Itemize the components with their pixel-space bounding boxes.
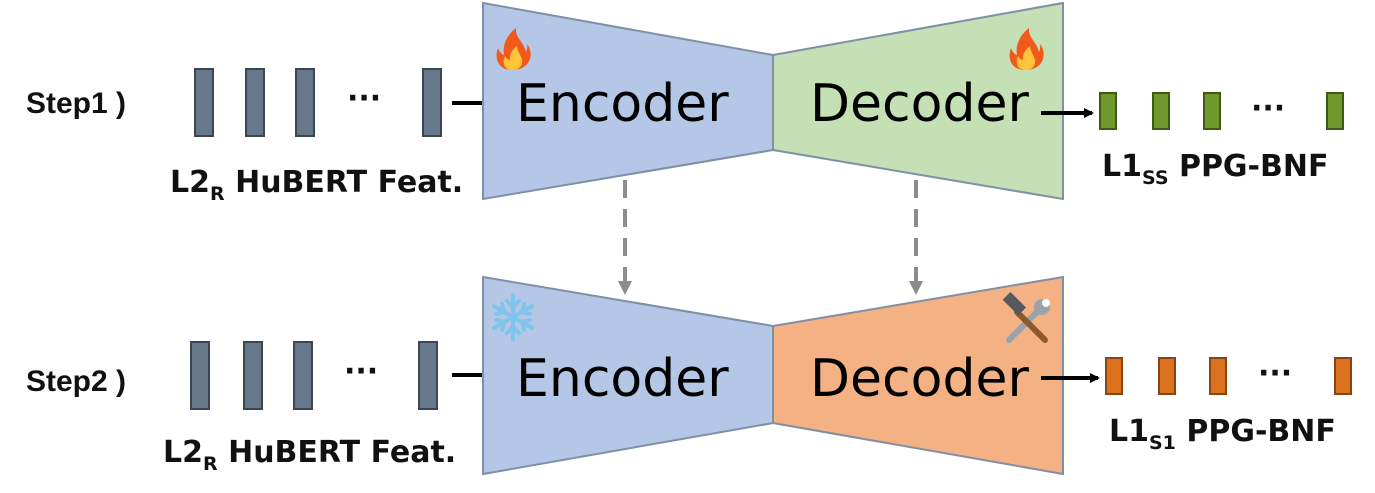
step1-output-dots: ···	[1251, 91, 1285, 126]
output-bar	[1152, 92, 1170, 130]
feature-bar	[293, 341, 313, 410]
step2-output-label: L1S1 PPG-BNF	[1109, 414, 1336, 454]
step1-output-features	[1099, 92, 1344, 130]
fire-icon	[1009, 28, 1044, 70]
step1-row: Step1 ) ··· L2R HuBERT Feat. Encoder Dec…	[26, 1, 1344, 205]
step2-decoder-block	[772, 275, 1064, 476]
fire-icon	[496, 28, 531, 70]
hammer-wrench-icon	[1002, 291, 1050, 343]
step2-output-features	[1105, 357, 1352, 395]
feature-bar	[243, 341, 263, 410]
step2-input-label: L2R HuBERT Feat.	[163, 435, 456, 475]
step1-decoder-label: Decoder	[810, 74, 1029, 134]
step1-decoder-block	[772, 1, 1064, 201]
feature-bar	[194, 68, 214, 137]
output-bar	[1203, 92, 1221, 130]
output-bar	[1334, 357, 1352, 395]
step1-input-features	[194, 68, 442, 137]
feature-bar	[245, 68, 265, 137]
step2-input-features	[190, 341, 438, 410]
output-bar	[1158, 357, 1176, 395]
transfer-arrows	[618, 180, 923, 295]
output-bar	[1105, 357, 1123, 395]
step2-output-dots: ···	[1258, 356, 1292, 391]
step2-input-dots: ···	[344, 354, 378, 389]
feature-bar	[418, 341, 438, 410]
step2-label: Step2 )	[26, 365, 126, 398]
step1-output-label: L1SS PPG-BNF	[1102, 149, 1328, 189]
output-bar	[1326, 92, 1344, 130]
snowflake-icon	[492, 293, 534, 341]
step2-encoder-label: Encoder	[516, 349, 729, 409]
feature-bar	[295, 68, 315, 137]
feature-bar	[422, 68, 442, 137]
output-bar	[1209, 357, 1227, 395]
step1-input-dots: ···	[347, 81, 381, 116]
output-bar	[1099, 92, 1117, 130]
step1-encoder-label: Encoder	[516, 74, 729, 134]
step2-row: Step2 ) ··· L2R HuBERT Feat. Encoder	[26, 275, 1352, 476]
step2-decoder-label: Decoder	[810, 349, 1029, 409]
step1-label: Step1 )	[26, 87, 126, 120]
feature-bar	[190, 341, 210, 410]
step1-input-label: L2R HuBERT Feat.	[170, 165, 463, 205]
